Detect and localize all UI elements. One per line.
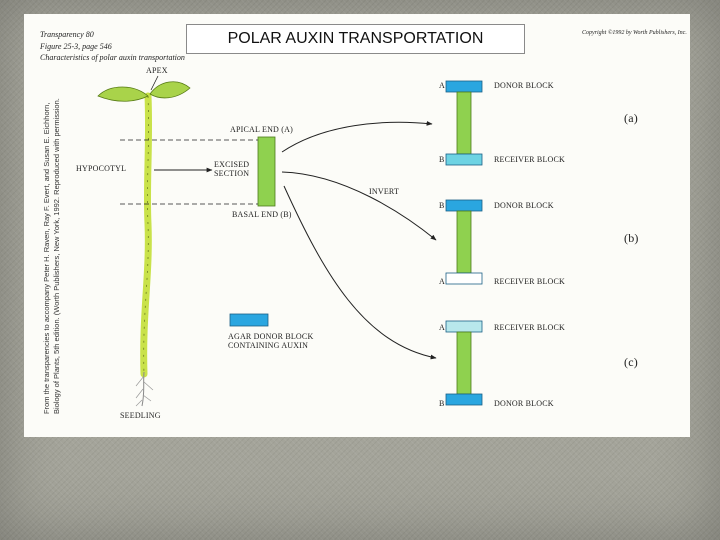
apex-label: APEX xyxy=(146,66,168,75)
auxin-diagram xyxy=(97,75,483,407)
root-hairs xyxy=(135,375,154,407)
arrow-to-b xyxy=(281,171,437,241)
legend-label-line2: CONTAINING AUXIN xyxy=(228,341,309,350)
experiment-b-bottom-label: RECEIVER BLOCK xyxy=(494,277,566,286)
experiment-c xyxy=(445,320,483,406)
experiment-c-bottom-end: B xyxy=(439,399,445,408)
experiment-a-receiver-block xyxy=(445,153,483,166)
figure-reference: Figure 25-3, page 546 xyxy=(40,42,112,51)
legend-donor-block-swatch xyxy=(229,313,269,327)
cotyledon-left xyxy=(97,86,149,102)
root-tip xyxy=(141,371,145,407)
connector-arrows xyxy=(281,121,437,360)
experiment-b-id: (b) xyxy=(624,231,639,245)
invert-label: INVERT xyxy=(369,187,400,196)
experiment-a-bottom-end: B xyxy=(439,155,445,164)
credit-text: From the transparencies to accompany Pet… xyxy=(42,98,61,414)
excised-section-segment xyxy=(257,136,276,207)
experiment-a-id: (a) xyxy=(624,111,638,125)
credit-line-2: Biology of Plants, 5th edition. (Worth P… xyxy=(51,98,61,414)
experiment-a-bottom-label: RECEIVER BLOCK xyxy=(494,155,566,164)
experiment-c-stem-segment xyxy=(456,331,472,395)
experiment-a-top-label: DONOR BLOCK xyxy=(494,81,554,90)
experiment-c-id: (c) xyxy=(624,355,638,369)
experiment-a-donor-block xyxy=(445,80,483,93)
apex-pointer xyxy=(150,75,159,91)
experiment-b-bottom-end: A xyxy=(439,277,445,286)
excised-label-line1: EXCISED xyxy=(214,160,250,169)
seedling-label: SEEDLING xyxy=(120,411,161,420)
experiment-b-stem-segment xyxy=(456,210,472,274)
basal-end-label: BASAL END (B) xyxy=(232,210,292,219)
credit-line-1: From the transparencies to accompany Pet… xyxy=(42,102,51,414)
experiment-a-stem-segment xyxy=(456,91,472,155)
apical-end-label: APICAL END (A) xyxy=(230,125,293,134)
excised-label-line2: SECTION xyxy=(214,169,250,178)
experiment-b-donor-block xyxy=(445,199,483,212)
slide-title: POLAR AUXIN TRANSPORTATION xyxy=(186,24,525,54)
experiment-c-donor-block xyxy=(445,393,483,406)
figure-caption: Characteristics of polar auxin transport… xyxy=(40,53,185,62)
experiment-c-receiver-block xyxy=(445,320,483,333)
arrow-to-c xyxy=(283,185,437,360)
transparency-number: Transparency 80 xyxy=(40,30,94,39)
experiment-c-top-label: RECEIVER BLOCK xyxy=(494,323,566,332)
figure-panel: Transparency 80 Figure 25-3, page 546 Ch… xyxy=(24,14,690,437)
experiment-b-top-label: DONOR BLOCK xyxy=(494,201,554,210)
legend-label-line1: AGAR DONOR BLOCK xyxy=(228,332,314,341)
excised-section-group xyxy=(192,136,276,327)
arrow-to-a xyxy=(281,121,433,153)
experiment-a-top-end: A xyxy=(439,81,445,90)
seedling-plant xyxy=(97,75,213,407)
experiment-c-bottom-label: DONOR BLOCK xyxy=(494,399,554,408)
experiment-b-receiver-block xyxy=(445,272,483,285)
seedling-stem xyxy=(140,92,153,378)
experiment-a xyxy=(445,80,483,166)
experiment-b xyxy=(445,199,483,285)
experiment-b-top-end: B xyxy=(439,201,445,210)
cotyledon-right xyxy=(149,81,191,99)
copyright-notice: Copyright ©1992 by Worth Publishers, Inc… xyxy=(582,30,687,36)
experiment-c-top-end: A xyxy=(439,323,445,332)
hypocotyl-label: HYPOCOTYL xyxy=(76,164,127,173)
